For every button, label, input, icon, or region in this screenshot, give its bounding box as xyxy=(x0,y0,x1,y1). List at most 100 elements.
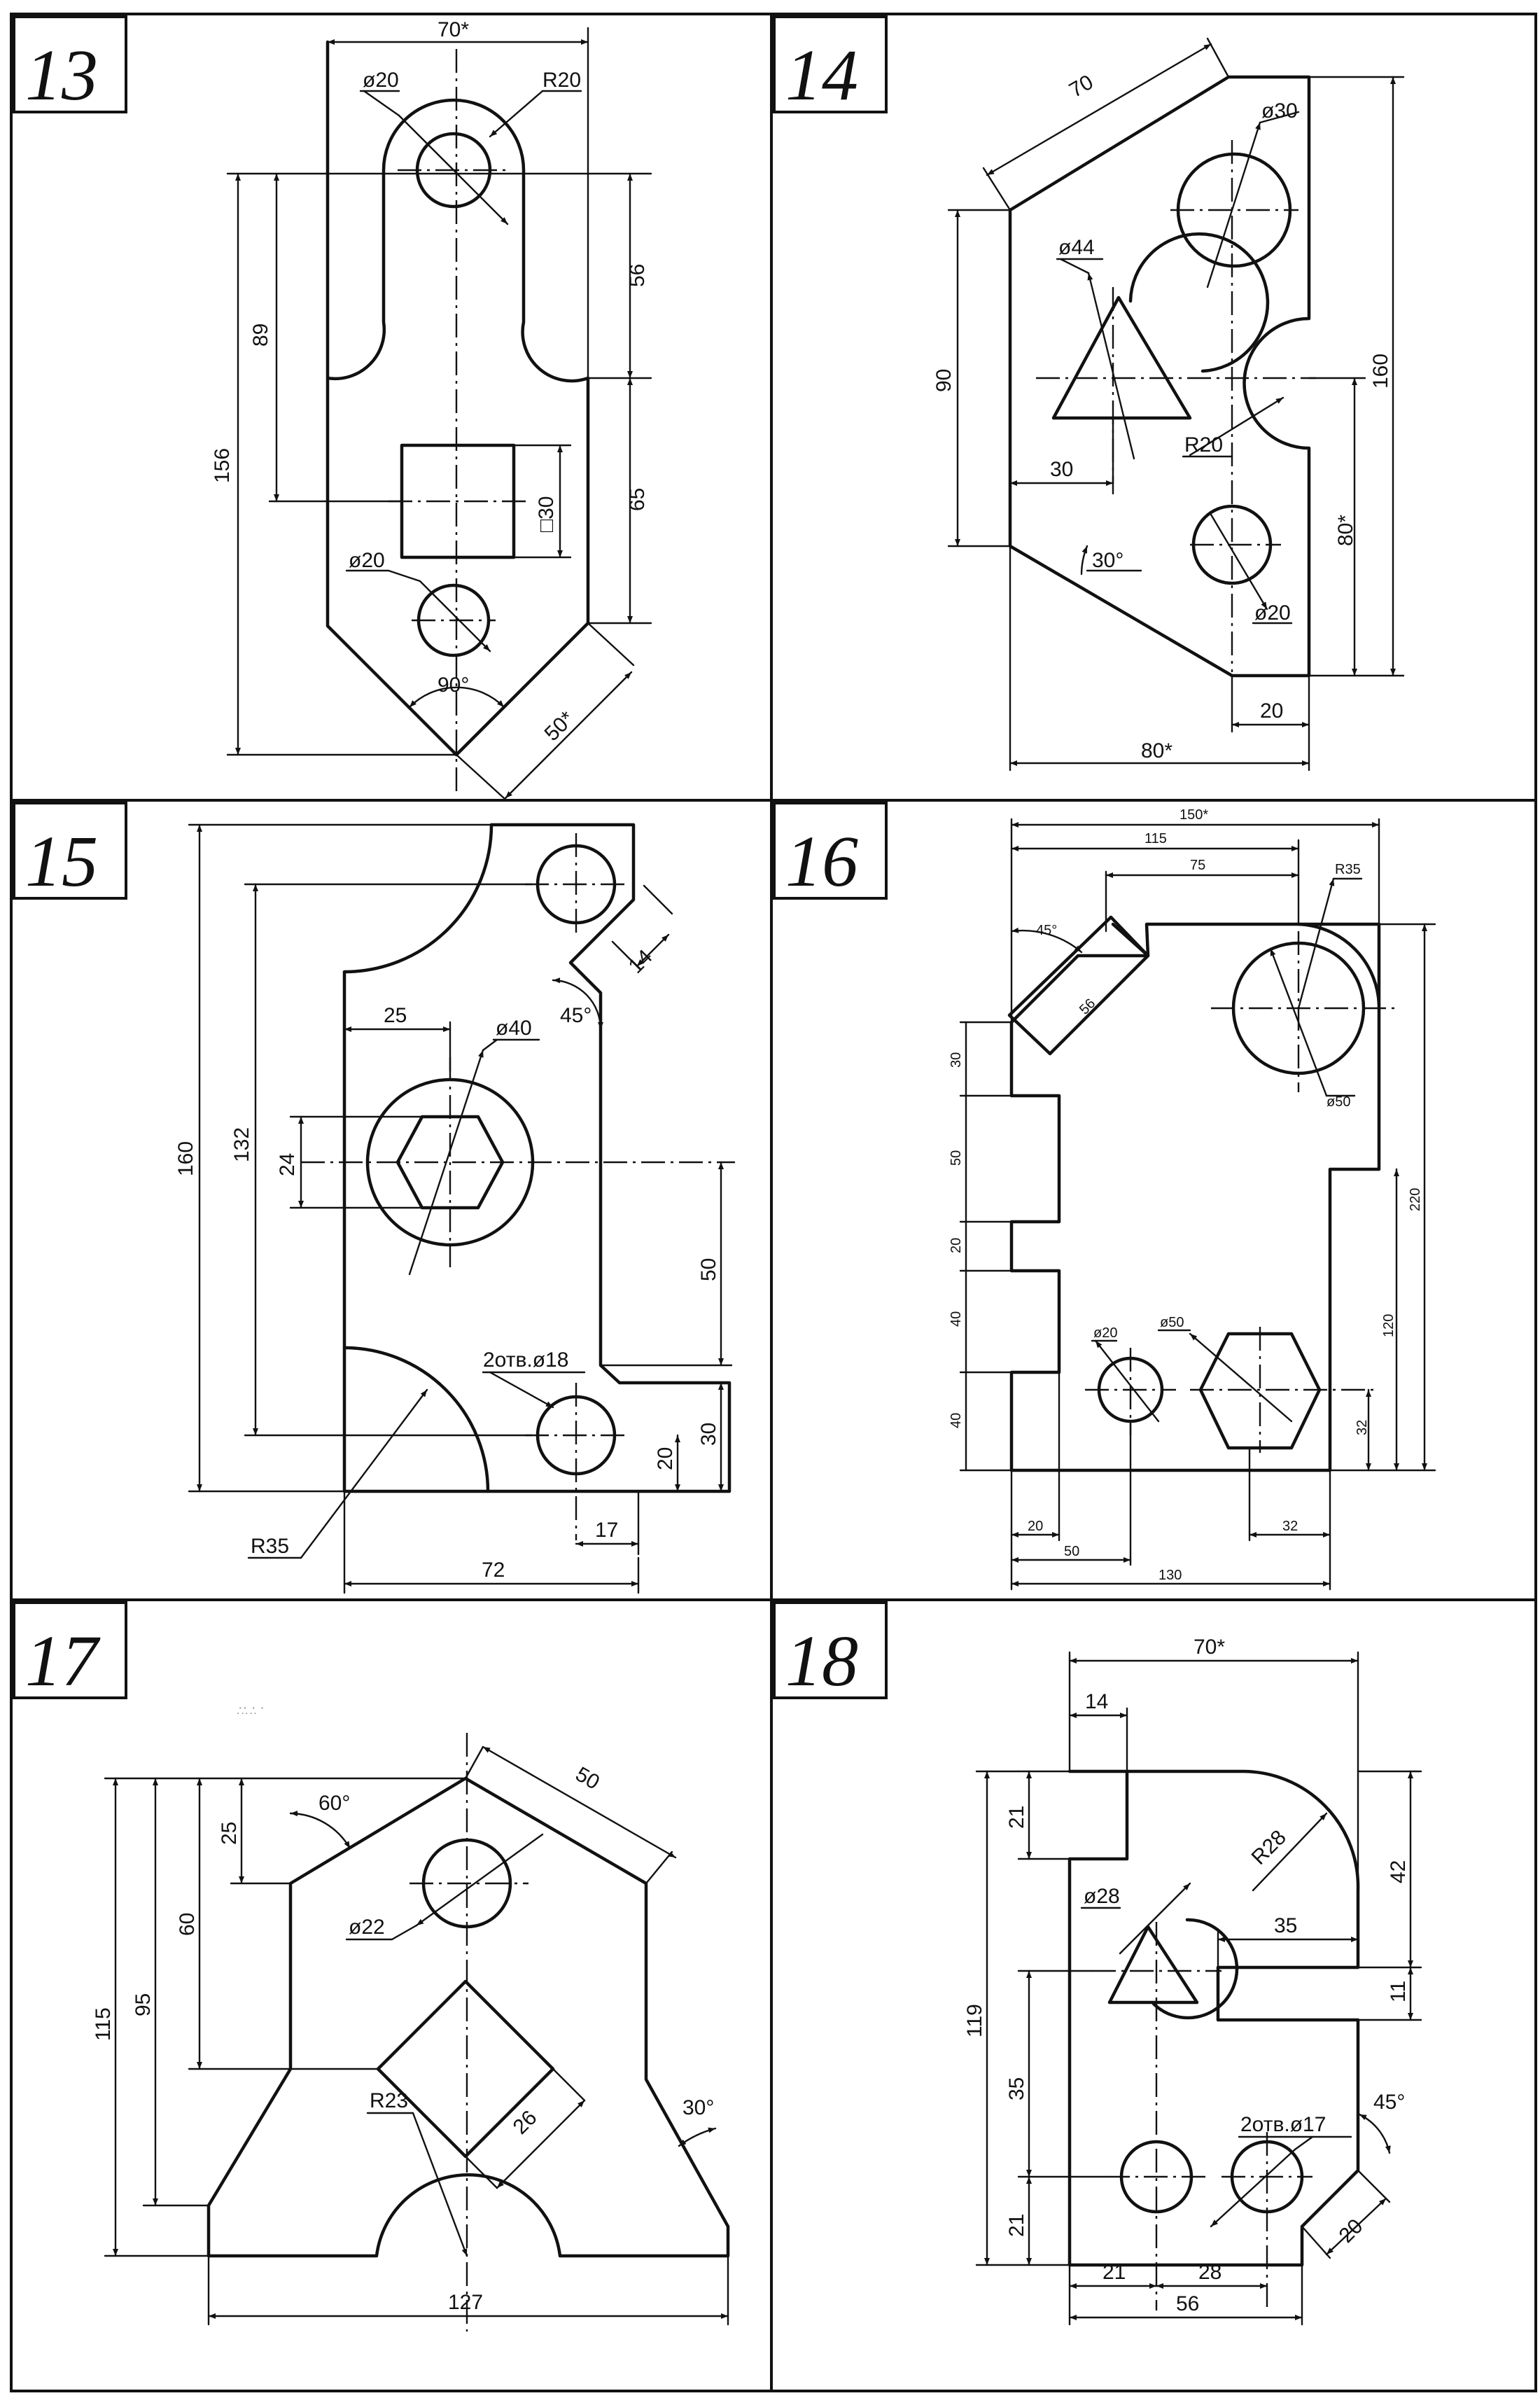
arc-r35 xyxy=(342,1346,490,1493)
part-16-dimensions: 150* 115 75 R35 45° 56 ø50 30 50 2 xyxy=(948,807,1436,1591)
svg-text:24: 24 xyxy=(276,1153,299,1176)
part-13-outline xyxy=(326,40,590,757)
panel-16: 16 150* 115 75 xyxy=(773,802,1436,1591)
svg-text:115: 115 xyxy=(1144,831,1167,846)
panel-number: 16 xyxy=(785,821,858,902)
svg-text:156: 156 xyxy=(211,448,234,483)
part-17-outline xyxy=(206,1776,730,2258)
svg-text:70*: 70* xyxy=(438,18,469,41)
panel-number-box xyxy=(773,15,888,113)
svg-text:80*: 80* xyxy=(1334,515,1357,546)
svg-text:115: 115 xyxy=(92,2007,115,2041)
svg-text:□30: □30 xyxy=(535,496,558,533)
svg-text:ø22: ø22 xyxy=(349,1916,385,1939)
svg-text:60°: 60° xyxy=(318,1792,350,1815)
svg-text:R28: R28 xyxy=(1247,1826,1291,1869)
svg-text:70*: 70* xyxy=(1194,1636,1225,1659)
svg-text:90: 90 xyxy=(932,369,955,392)
svg-text:21: 21 xyxy=(1005,2214,1028,2237)
svg-text:ø20: ø20 xyxy=(1254,601,1291,625)
hexagon xyxy=(1198,1332,1322,1450)
svg-text:45°: 45° xyxy=(1373,2091,1405,2114)
svg-text:45°: 45° xyxy=(560,1004,592,1027)
svg-text:50*: 50* xyxy=(540,707,579,746)
panel-number: 13 xyxy=(25,35,98,116)
arc-r35 xyxy=(1296,922,1381,1007)
panel-18: 18 70* 14 21 R28 xyxy=(773,1601,1422,2326)
part-13-dimensions: 70* ø20 R20 56 89 156 65 □30 xyxy=(211,18,652,800)
svg-text:42: 42 xyxy=(1387,1860,1410,1883)
triangle xyxy=(1051,295,1192,420)
svg-text:132: 132 xyxy=(230,1127,253,1162)
svg-text:26: 26 xyxy=(509,2106,542,2139)
svg-text:25: 25 xyxy=(384,1004,407,1027)
panel-number-box xyxy=(773,802,888,900)
svg-text:R35: R35 xyxy=(1335,862,1361,877)
svg-text:R20: R20 xyxy=(542,69,581,92)
part-14-centerlines xyxy=(1036,140,1316,672)
svg-text:56: 56 xyxy=(1176,2292,1199,2315)
svg-text:45°: 45° xyxy=(1036,923,1057,938)
panel-number-box xyxy=(13,1601,127,1699)
svg-text:50: 50 xyxy=(948,1150,964,1166)
svg-text:95: 95 xyxy=(132,1993,155,2016)
svg-text:220: 220 xyxy=(1408,1188,1423,1211)
svg-text:130: 130 xyxy=(1158,1568,1182,1583)
svg-text:72: 72 xyxy=(482,1559,505,1582)
svg-text:32: 32 xyxy=(1282,1519,1298,1534)
svg-text:ø40: ø40 xyxy=(496,1017,532,1040)
svg-text:90°: 90° xyxy=(438,674,469,697)
svg-text:32: 32 xyxy=(1354,1420,1370,1435)
part-15-dimensions: 160 132 25 ø40 14 45° 24 50 xyxy=(174,823,733,1594)
svg-text:2отв.ø17: 2отв.ø17 xyxy=(1240,2113,1326,2136)
svg-text:21: 21 xyxy=(1005,1806,1028,1829)
panel-17: 17 ·̣·̣ ̣·̣ ̣· 50 60° 25 60 xyxy=(13,1601,730,2331)
svg-text:2отв.ø18: 2отв.ø18 xyxy=(483,1348,568,1372)
svg-text:60: 60 xyxy=(176,1913,199,1936)
panel-number-box xyxy=(773,1601,888,1699)
panel-number-box xyxy=(13,15,127,113)
svg-text:ø30: ø30 xyxy=(1261,99,1298,123)
svg-text:ø44: ø44 xyxy=(1058,236,1095,259)
svg-text:ø20: ø20 xyxy=(349,549,385,572)
svg-text:ø50: ø50 xyxy=(1160,1315,1184,1330)
svg-text:30: 30 xyxy=(1050,458,1073,481)
part-18-centerlines xyxy=(1092,1922,1312,2310)
svg-text:75: 75 xyxy=(1190,858,1205,873)
panel-15: 15 160 132 xyxy=(13,802,735,1594)
svg-text:20: 20 xyxy=(948,1238,964,1253)
svg-text:ø20: ø20 xyxy=(1093,1325,1117,1341)
svg-text:119: 119 xyxy=(963,2004,986,2037)
svg-text:20: 20 xyxy=(1260,699,1283,723)
svg-text:50: 50 xyxy=(1064,1544,1079,1559)
svg-text:50: 50 xyxy=(572,1762,603,1794)
panel-number: 14 xyxy=(785,35,858,116)
part-17-centerlines xyxy=(410,1733,528,2331)
part-14-dimensions: 70 ø30 ø44 90 160 30 R20 80* xyxy=(932,37,1405,772)
arc-44 xyxy=(1128,232,1270,373)
part-15-centerlines xyxy=(301,833,735,1540)
part-14-outline xyxy=(1008,75,1311,678)
part-16-outline xyxy=(1007,915,1381,1472)
svg-text:ø50: ø50 xyxy=(1326,1094,1350,1110)
svg-text:40: 40 xyxy=(948,1311,964,1327)
svg-text:40: 40 xyxy=(948,1413,964,1428)
part-15-outline xyxy=(342,823,732,1493)
svg-text:20: 20 xyxy=(654,1447,677,1470)
panel-13: 13 70* ø20 R20 56 xyxy=(13,15,652,800)
svg-text:30°: 30° xyxy=(1092,549,1124,572)
svg-text:·̣·̣ ̣·̣ ̣·: ·̣·̣ ̣·̣ ̣· xyxy=(237,1700,265,1715)
svg-text:35: 35 xyxy=(1274,1914,1297,1937)
svg-text:R23: R23 xyxy=(370,2089,408,2112)
panel-number: 15 xyxy=(25,821,98,902)
svg-text:160: 160 xyxy=(1369,354,1392,389)
svg-text:R20: R20 xyxy=(1184,433,1223,456)
svg-text:35: 35 xyxy=(1005,2077,1028,2100)
svg-text:30: 30 xyxy=(697,1423,720,1446)
svg-text:70: 70 xyxy=(1065,71,1097,102)
svg-text:160: 160 xyxy=(174,1141,197,1176)
sheet-frame xyxy=(10,13,1537,2392)
part-16-centerlines xyxy=(1085,931,1400,1453)
svg-text:ø20: ø20 xyxy=(363,69,399,92)
svg-text:ø28: ø28 xyxy=(1084,1885,1120,1908)
